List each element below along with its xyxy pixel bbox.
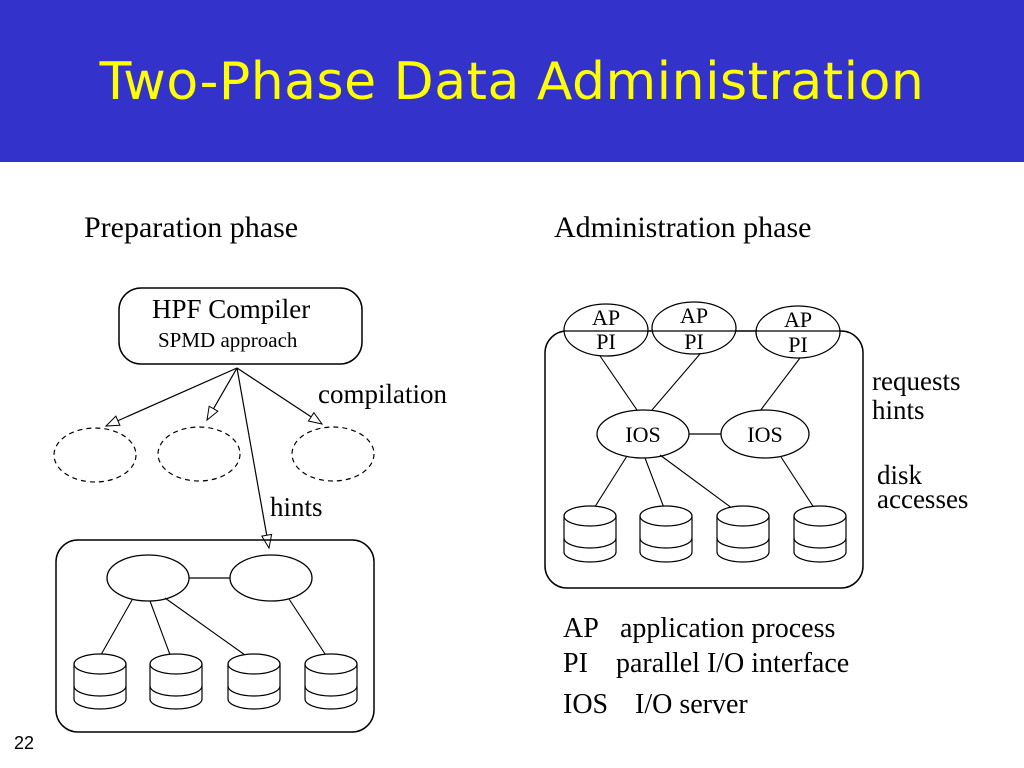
- process-3: [755, 305, 841, 359]
- process-3-pi: PI: [788, 332, 808, 357]
- compiler-approach-label: SPMD approach: [158, 328, 298, 352]
- admin-disk-3: [716, 505, 770, 563]
- placeholder-process-1: [53, 427, 137, 483]
- hints-arrow: [236, 367, 273, 550]
- prep-link-4: [288, 598, 330, 661]
- process-2-pi: PI: [684, 329, 704, 354]
- legend-abbr-ap: AP: [563, 613, 599, 644]
- compilation-arrow-middle: [206, 367, 238, 422]
- title-bar: Two-Phase Data Administration: [0, 0, 1024, 162]
- compilation-arrow-right: [236, 367, 324, 425]
- legend-abbr-pi: PI: [563, 648, 588, 679]
- legend-text-ios: I/O server: [635, 689, 748, 720]
- process-1: [563, 303, 649, 357]
- prep-disk-3: [227, 653, 281, 710]
- prep-system-box: [55, 539, 375, 733]
- prep-disk-1: [73, 653, 127, 710]
- ios-server-2-label: IOS: [747, 422, 782, 447]
- process-1-ap: AP: [592, 305, 620, 330]
- admin-link-ap3-ios2: [759, 357, 801, 412]
- hints-label: hints: [270, 492, 323, 522]
- admin-link-disk-2: [644, 457, 667, 514]
- requests-label: requests: [872, 366, 960, 396]
- preparation-heading: Preparation phase: [84, 211, 298, 244]
- disk-label: disk: [877, 460, 923, 490]
- compiler-label: HPF Compiler: [152, 294, 310, 324]
- admin-disk-2: [639, 505, 693, 563]
- process-2-ap: AP: [680, 303, 708, 328]
- requests-hints-label: hints: [872, 395, 925, 425]
- legend-text-ap: application process: [620, 613, 835, 644]
- admin-link-disk-1: [590, 455, 628, 514]
- slide-title: Two-Phase Data Administration: [99, 52, 925, 112]
- slide-number: 22: [14, 733, 35, 753]
- prep-server-2: [229, 554, 313, 602]
- prep-server-1: [106, 554, 190, 602]
- compilation-arrow-left: [104, 367, 238, 427]
- process-1-pi: PI: [596, 329, 616, 354]
- compilation-label: compilation: [318, 379, 447, 409]
- prep-disk-2: [149, 653, 203, 710]
- process-2: [651, 301, 737, 355]
- compiler-box: [118, 287, 363, 365]
- admin-link-ap2-ios1: [651, 353, 701, 411]
- process-3-ap: AP: [784, 307, 812, 332]
- prep-link-1: [97, 599, 133, 661]
- ios-server-1-label: IOS: [625, 422, 660, 447]
- placeholder-process-3: [291, 426, 375, 482]
- placeholder-process-2: [157, 426, 241, 482]
- legend-abbr-ios: IOS: [563, 689, 608, 720]
- administration-heading: Administration phase: [554, 211, 811, 244]
- admin-disk-1: [563, 505, 617, 563]
- accesses-label: accesses: [877, 484, 968, 514]
- admin-link-disk-3: [659, 454, 745, 518]
- legend-text-pi: parallel I/O interface: [616, 648, 849, 679]
- admin-disk-4: [793, 505, 847, 563]
- admin-link-ap1-ios1: [599, 355, 638, 411]
- prep-link-2: [149, 600, 173, 661]
- prep-link-3: [164, 597, 253, 661]
- prep-disk-4: [304, 653, 358, 710]
- legend: AP application process PI parallel I/O i…: [563, 613, 849, 720]
